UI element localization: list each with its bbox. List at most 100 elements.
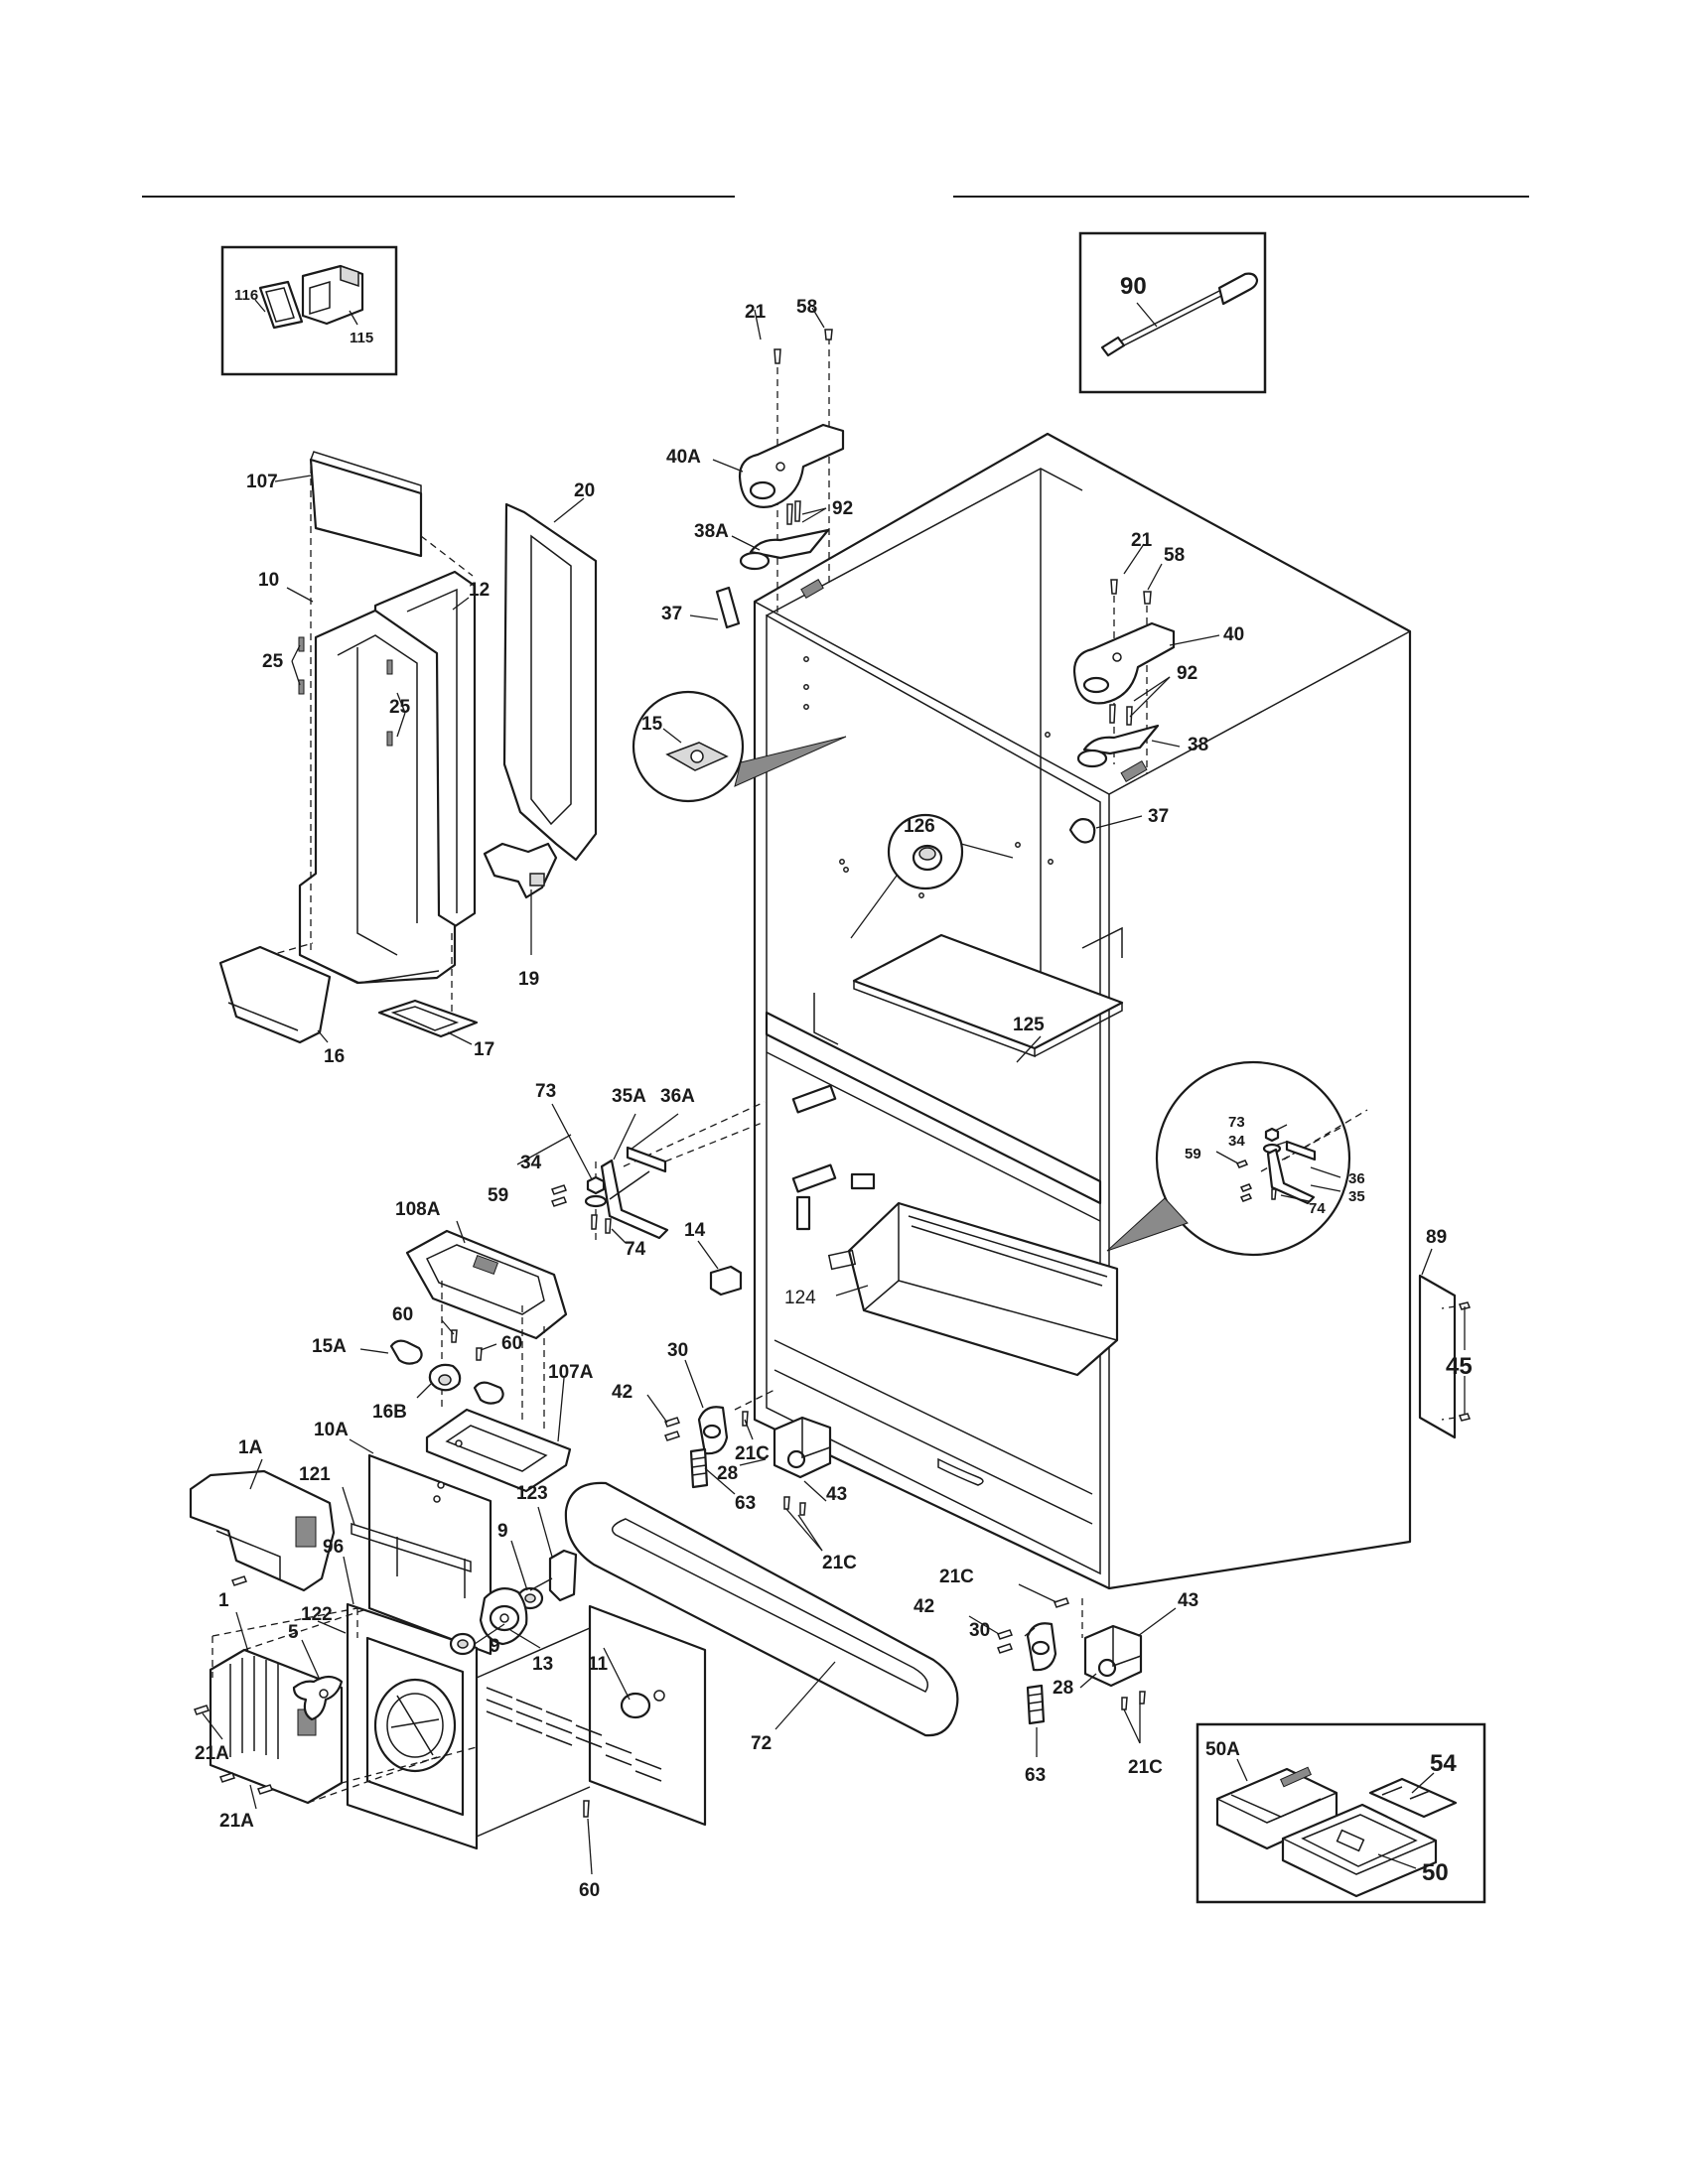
label-45: 45 xyxy=(1446,1353,1473,1380)
hinge-cap-37-right: 37 xyxy=(1068,806,1169,844)
part-30-bracket-left xyxy=(697,1406,729,1455)
part-50-tray xyxy=(1281,1803,1438,1898)
label-43-right: 43 xyxy=(1178,1590,1198,1611)
center-hinge-left-assembly: 73 35A 36A 34 59 74 xyxy=(488,1081,766,1260)
label-73-callout: 73 xyxy=(1228,1114,1245,1131)
part-15A-bulb xyxy=(389,1339,423,1365)
part-11-back-panel xyxy=(476,1604,707,1838)
label-30-left: 30 xyxy=(667,1340,688,1361)
part-121-frame xyxy=(351,1522,472,1598)
inset-tool-box: 90 xyxy=(1078,231,1267,394)
right-roller-leg-assembly: 21C 42 30 43 28 63 21C xyxy=(914,1567,1198,1786)
part-10-duct xyxy=(298,609,457,985)
label-21C-left-lower: 21C xyxy=(822,1553,857,1573)
label-30-right: 30 xyxy=(969,1620,990,1641)
mullion-brackets xyxy=(791,1084,876,1231)
label-125: 125 xyxy=(1013,1015,1045,1035)
part-54-strip xyxy=(1368,1777,1458,1819)
label-10: 10 xyxy=(258,570,279,591)
label-25-right: 25 xyxy=(389,697,411,718)
label-21-top-right: 21 xyxy=(1131,530,1153,551)
right-top-hinge-assembly: 21 58 40 92 38 xyxy=(1072,530,1244,783)
label-20: 20 xyxy=(574,480,595,501)
callout-circle-15: 15 xyxy=(632,690,847,803)
label-60-upper: 60 xyxy=(392,1304,413,1325)
part-19-bracket xyxy=(483,842,558,899)
label-35: 35 xyxy=(1348,1188,1365,1205)
part-63-leveler-left xyxy=(689,1447,709,1489)
label-92-top-right: 92 xyxy=(1177,663,1197,684)
label-11: 11 xyxy=(588,1654,609,1675)
label-36: 36 xyxy=(1348,1170,1365,1187)
label-21C-right-lower: 21C xyxy=(1128,1757,1163,1778)
label-121: 121 xyxy=(299,1464,331,1485)
part-123-bracket xyxy=(529,1549,578,1602)
label-13: 13 xyxy=(532,1654,553,1675)
part-35-36-hinge-callout xyxy=(1266,1140,1317,1205)
part-10A-plate xyxy=(367,1453,492,1656)
label-60-middle: 60 xyxy=(501,1333,522,1354)
label-42-right: 42 xyxy=(914,1596,934,1617)
part-72-kickplate: 72 xyxy=(564,1481,959,1754)
label-116: 116 xyxy=(234,287,258,304)
top-hinge-cover-40 xyxy=(1072,621,1176,705)
label-73-left: 73 xyxy=(535,1081,556,1102)
ice-chute-door-part xyxy=(301,264,364,326)
part-1A-cover xyxy=(189,1469,336,1592)
label-19: 19 xyxy=(518,969,539,990)
part-107-seal xyxy=(309,451,423,558)
part-13-motor xyxy=(479,1587,528,1646)
label-36A: 36A xyxy=(660,1086,695,1107)
label-21C-left-upper: 21C xyxy=(735,1443,770,1464)
label-122: 122 xyxy=(301,1604,333,1625)
label-10A: 10A xyxy=(314,1420,349,1440)
label-42-left: 42 xyxy=(612,1382,633,1403)
label-63-right: 63 xyxy=(1025,1765,1046,1786)
label-16B: 16B xyxy=(372,1402,407,1423)
label-17: 17 xyxy=(474,1039,494,1060)
label-28-right: 28 xyxy=(1053,1678,1073,1699)
left-top-hinge-assembly: 21 58 40A 38A 92 xyxy=(666,297,853,615)
label-123: 123 xyxy=(516,1483,548,1504)
hinge-cap-37-left: 37 xyxy=(661,586,741,629)
part-73-nut xyxy=(586,1175,606,1195)
part-16-bracket xyxy=(218,945,332,1044)
part-34-washer xyxy=(584,1194,608,1208)
label-37-left: 37 xyxy=(661,604,682,624)
label-34-callout: 34 xyxy=(1228,1133,1245,1150)
pan-frame-part xyxy=(827,1201,1119,1377)
vent-slots xyxy=(486,1687,662,1782)
label-40A: 40A xyxy=(666,447,701,468)
label-21A-lower: 21A xyxy=(219,1811,254,1832)
part-35A-36A-hinge xyxy=(600,1146,669,1240)
top-hinge-38 xyxy=(1076,724,1160,783)
label-16: 16 xyxy=(324,1046,345,1067)
label-108A: 108A xyxy=(395,1199,441,1220)
label-38: 38 xyxy=(1188,735,1208,755)
label-12: 12 xyxy=(469,580,490,601)
label-59-callout: 59 xyxy=(1185,1146,1201,1162)
screw-60-lower: 60 xyxy=(579,1800,600,1901)
label-15A: 15A xyxy=(312,1336,347,1357)
inset-ice-chute-box: 116 115 xyxy=(220,245,398,376)
label-28-left: 28 xyxy=(717,1463,738,1484)
part-63-leveler-right xyxy=(1026,1684,1046,1725)
label-107: 107 xyxy=(246,472,278,492)
label-60-lower: 60 xyxy=(579,1880,600,1901)
label-50A: 50A xyxy=(1205,1739,1240,1760)
label-58-top-right: 58 xyxy=(1164,545,1185,566)
label-21C-right-upper: 21C xyxy=(939,1567,974,1587)
label-50: 50 xyxy=(1422,1859,1449,1886)
callout-circle-126: 126 xyxy=(850,813,1014,939)
label-21-top-left: 21 xyxy=(745,302,767,323)
crisper-cover-part xyxy=(813,926,1124,1058)
part-126-plug xyxy=(912,844,943,872)
label-124: 124 xyxy=(784,1288,816,1308)
part-20-panel xyxy=(502,502,598,862)
label-38A: 38A xyxy=(694,521,729,542)
label-21A-upper: 21A xyxy=(195,1743,229,1764)
screws-92-left xyxy=(786,500,801,525)
ice-maker-housing-assembly: 108A 60 60 15A 16B 107A xyxy=(312,1199,594,1493)
part-bulb-2 xyxy=(473,1381,504,1405)
